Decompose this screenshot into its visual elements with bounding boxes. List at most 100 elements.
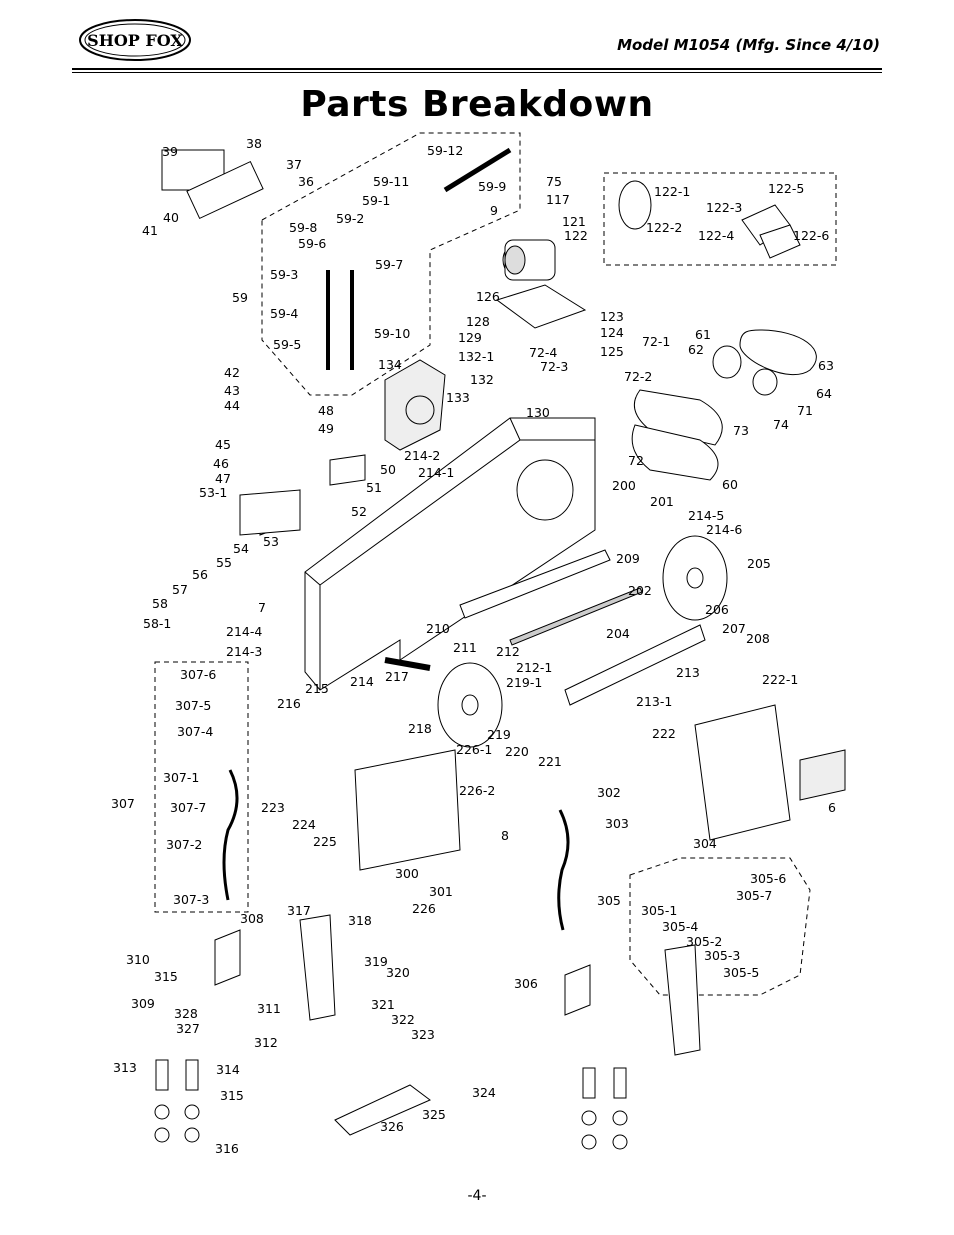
part-label: 128 (466, 314, 490, 329)
part-label: 209 (616, 551, 640, 566)
part-label: 40 (163, 210, 179, 225)
part-label: 51 (366, 480, 382, 495)
part-label: 305-4 (662, 919, 698, 934)
part-label: 52 (351, 504, 367, 519)
part-label: 321 (371, 997, 395, 1012)
part-label: 211 (453, 640, 477, 655)
model-title: Model M1054 (Mfg. Since 4/10) (617, 36, 880, 54)
part-label: 220 (505, 744, 529, 759)
part-label: 49 (318, 421, 334, 436)
part-label: 314 (216, 1062, 240, 1077)
part-label: 318 (348, 913, 372, 928)
part-label: 62 (688, 342, 704, 357)
guide-arm-right (664, 944, 701, 1056)
part-label: 59-9 (478, 179, 506, 194)
part-label: 36 (298, 174, 314, 189)
part-label: 212 (496, 644, 520, 659)
part-label: 59-10 (374, 326, 410, 341)
part-label: 323 (411, 1027, 435, 1042)
part-122-1 (618, 180, 652, 230)
part-label: 58 (152, 596, 168, 611)
part-label: 214 (350, 674, 374, 689)
part-label: 206 (705, 602, 729, 617)
part-label: 305 (597, 893, 621, 908)
part-label: 59-12 (427, 143, 463, 158)
part-label: 59-3 (270, 267, 298, 282)
part-label: 59-7 (375, 257, 403, 272)
part-label: 219-1 (506, 675, 542, 690)
part-label: 213 (676, 665, 700, 680)
part-label: 305-1 (641, 903, 677, 918)
part-label: 307 (111, 796, 135, 811)
part-label: 216 (277, 696, 301, 711)
part-label: 315 (154, 969, 178, 984)
feed-screw-59-9 (443, 147, 512, 193)
part-label: 226 (412, 901, 436, 916)
part-label: 64 (816, 386, 832, 401)
pulley-71 (752, 368, 778, 396)
logo-text: SHOP FOX (87, 31, 183, 50)
part-label: 205 (747, 556, 771, 571)
part-label: 123 (600, 309, 624, 324)
part-label: 222-1 (762, 672, 798, 687)
part-label: 7 (258, 600, 266, 615)
part-label: 311 (257, 1001, 281, 1016)
wheel-218 (437, 662, 503, 748)
part-label: 9 (490, 203, 498, 218)
part-label: 212-1 (516, 660, 552, 675)
part-label: 221 (538, 754, 562, 769)
guide-arm-308 (214, 929, 241, 986)
part-label: 60 (722, 477, 738, 492)
part-label: 74 (773, 417, 789, 432)
part-label: 133 (446, 390, 470, 405)
part-label: 225 (313, 834, 337, 849)
part-label: 125 (600, 344, 624, 359)
guide-arm-306 (564, 964, 591, 1016)
part-label: 72 (628, 453, 644, 468)
part-label: 214-3 (226, 644, 262, 659)
shop-fox-logo: SHOP FOX (79, 19, 191, 61)
part-label: 213-1 (636, 694, 672, 709)
blade-212 (509, 587, 643, 646)
part-label: 73 (733, 423, 749, 438)
part-label: 305-3 (704, 948, 740, 963)
part-label: 325 (422, 1107, 446, 1122)
part-label: 43 (224, 383, 240, 398)
part-label: 307-7 (170, 800, 206, 815)
part-label: 130 (526, 405, 550, 420)
group-305-outline (629, 857, 811, 996)
part-label: 315 (220, 1088, 244, 1103)
part-label: 215 (305, 681, 329, 696)
part-label: 210 (426, 621, 450, 636)
part-label: 50 (380, 462, 396, 477)
part-label: 223 (261, 800, 285, 815)
part-label: 75 (546, 174, 562, 189)
part-label: 324 (472, 1085, 496, 1100)
part-53 (239, 489, 301, 536)
hose-right (557, 809, 570, 931)
part-label: 300 (395, 866, 419, 881)
part-label: 129 (458, 330, 482, 345)
part-label: 53-1 (199, 485, 227, 500)
part-label: 59-1 (362, 193, 390, 208)
label-6 (799, 749, 846, 801)
part-label: 200 (612, 478, 636, 493)
part-label: 308 (240, 911, 264, 926)
part-label: 59 (232, 290, 248, 305)
part-label: 307-5 (175, 698, 211, 713)
part-label: 42 (224, 365, 240, 380)
part-label: 303 (605, 816, 629, 831)
chute-326 (334, 1084, 431, 1136)
part-label: 59-5 (273, 337, 301, 352)
support-217 (384, 657, 431, 671)
wheel-202 (662, 535, 728, 621)
part-label: 38 (246, 136, 262, 151)
part-label: 122-2 (646, 220, 682, 235)
part-label: 226-1 (456, 742, 492, 757)
part-label: 305-5 (723, 965, 759, 980)
part-label: 44 (224, 398, 240, 413)
part-label: 122-4 (698, 228, 734, 243)
part-label: 6 (828, 800, 836, 815)
part-label: 117 (546, 192, 570, 207)
